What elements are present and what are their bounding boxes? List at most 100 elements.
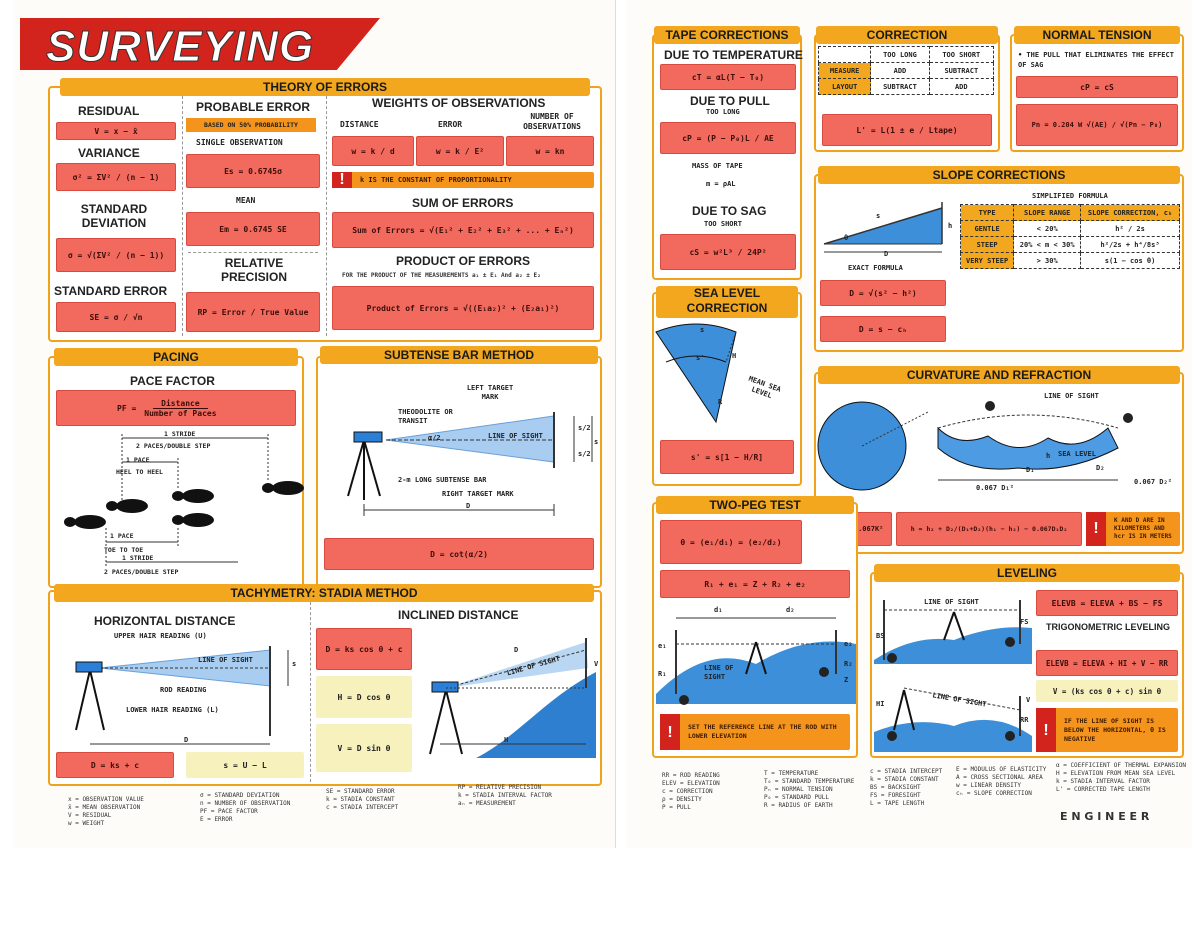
- sea-s-label: s: [700, 326, 705, 334]
- lev-bs-label: BS: [876, 632, 885, 640]
- sum-label: SUM OF ERRORS: [412, 196, 514, 210]
- stride-top-label: 1 STRIDE: [164, 430, 196, 438]
- variance-formula: σ² = ΣV² / (n − 1): [56, 163, 176, 191]
- pull-sub: TOO LONG: [706, 108, 740, 116]
- twopeg-f1: θ = (e₁/d₁) = (e₂/d₂): [660, 520, 802, 564]
- stride-bot-label: 1 STRIDE: [122, 554, 154, 562]
- mean-label: MEAN: [236, 196, 256, 205]
- normal-desc: • THE PULL THAT ELIMINATES THE EFFECT OF…: [1018, 51, 1174, 69]
- right-target-label: RIGHT TARGET MARK: [442, 490, 514, 498]
- trig-label: TRIGONOMETRIC LEVELING: [1046, 622, 1171, 632]
- pace-factor-label: PACE FACTOR: [130, 374, 215, 388]
- col-too-short: TOO SHORT: [928, 46, 995, 63]
- twopeg-f2: R₁ + e₁ = Z + R₂ + e₂: [660, 570, 850, 598]
- w-number-formula: w = kn: [506, 136, 594, 166]
- measure-long: ADD: [870, 62, 930, 79]
- twopeg-e2-label: e₂: [844, 640, 853, 648]
- weights-label: WEIGHTS OF OBSERVATIONS: [372, 96, 546, 110]
- row-layout: LAYOUT: [817, 78, 872, 95]
- slope-d-label: D: [884, 250, 889, 258]
- lev-hi-label: HI: [876, 700, 885, 708]
- pull-formula: cP = (P − P₀)L / AE: [660, 122, 796, 154]
- horizontal-label: HORIZONTAL DISTANCE: [94, 614, 236, 628]
- sag-label: DUE TO SAG: [692, 204, 767, 218]
- twopeg-r1-label: R₁: [658, 670, 667, 678]
- temp-formula: cT = αL(T − T₀): [660, 64, 796, 90]
- product-note: FOR THE PRODUCT OF THE MEASUREMENTS a₁ ±…: [342, 272, 541, 279]
- pacing-header: PACING: [54, 348, 298, 366]
- stadia-s-formula: s = U − L: [186, 752, 304, 778]
- incl-v-label: V: [594, 660, 599, 668]
- layout-short: ADD: [928, 78, 995, 95]
- correction-header: CORRECTION: [816, 26, 998, 44]
- stadia-d-label: D: [184, 736, 189, 744]
- std-dev-label: STANDARD DEVIATION: [80, 202, 148, 230]
- w-error-label: ERROR: [438, 120, 463, 129]
- slope-theta-label: θ: [844, 234, 849, 242]
- pace-tt-label: 1 PACE: [110, 532, 134, 540]
- leveling-diagram-1: [874, 600, 1032, 664]
- theodolite-label: THEODOLITE OR TRANSIT: [398, 408, 453, 425]
- subtense-header: SUBTENSE BAR METHOD: [320, 346, 598, 364]
- w-distance-label: DISTANCE: [340, 120, 379, 129]
- slope-f2: D = s − cₕ: [820, 316, 946, 342]
- product-label: PRODUCT OF ERRORS: [396, 254, 531, 268]
- curv-header: CURVATURE AND REFRACTION: [818, 366, 1180, 384]
- mass-label: MASS OF TAPE: [692, 162, 743, 170]
- slope-row-type: STEEP: [959, 236, 1015, 253]
- page-title: SURVEYING: [45, 22, 315, 72]
- normal-f2: Pn = 0.204 W √(AE) / √(Pn − P₀): [1016, 104, 1178, 146]
- warning-icon: !: [1086, 512, 1106, 546]
- footer-brand: E N G I N E E R: [1060, 810, 1150, 823]
- w-number-label: NUMBER OF OBSERVATIONS: [523, 112, 581, 131]
- relative-formula: RP = Error / True Value: [186, 292, 320, 332]
- warning-icon: !: [332, 171, 352, 188]
- tape-header: TAPE CORRECTIONS: [654, 26, 800, 44]
- upper-hair-label: UPPER HAIR READING (U): [114, 632, 207, 640]
- row-measure: MEASURE: [817, 62, 872, 79]
- curv-k1-label: 0.067 D₁²: [976, 484, 1014, 492]
- subtense-los-label: LINE OF SIGHT: [488, 432, 543, 440]
- legend-right-5: α = COEFFICIENT OF THERMAL EXPANSION H =…: [1056, 762, 1187, 793]
- curv-los-label: LINE OF SIGHT: [1044, 392, 1099, 400]
- h-formula: H = D cos θ: [316, 676, 412, 718]
- layout-long: SUBTRACT: [870, 78, 930, 95]
- lev-f1: ELEVB = ELEVA + BS − FS: [1036, 590, 1178, 616]
- temp-label: DUE TO TEMPERATURE: [664, 48, 803, 62]
- twopeg-los-label: LINE OF SIGHT: [704, 664, 734, 681]
- single-label: SINGLE OBSERVATION: [196, 138, 283, 147]
- rod-reading-label: ROD READING: [160, 686, 207, 694]
- lev-f2: ELEVB = ELEVA + HI + V − RR: [1036, 650, 1178, 676]
- subtense-d-label: D: [466, 502, 471, 510]
- inclined-formula: D = ks cos θ + c: [316, 628, 412, 670]
- incl-h-label: H: [504, 736, 509, 744]
- legend-right-2: T = TEMPERATURE T₀ = STANDARD TEMPERATUR…: [764, 770, 855, 809]
- twopeg-header: TWO-PEG TEST: [656, 496, 854, 514]
- subtense-diagram: [347, 412, 593, 516]
- stride-bot-sub: 2 PACES/DOUBLE STEP: [104, 568, 179, 576]
- legend-left-4: RP = RELATIVE PRECISION k = STADIA INTER…: [458, 784, 552, 807]
- left-target-label: LEFT TARGET MARK: [466, 384, 514, 401]
- stadia-s-label: s: [292, 660, 297, 668]
- sea-h-label: H: [732, 352, 737, 360]
- lev-note: !IF THE LINE OF SIGHT IS BELOW THE HORIZ…: [1036, 708, 1178, 752]
- lev-v-label: V: [1026, 696, 1031, 704]
- sea-level-diagram: [655, 323, 737, 424]
- lev-f3: V = (ks cos θ + c) sin θ: [1036, 680, 1178, 702]
- relative-label: RELATIVE PRECISION: [220, 256, 287, 284]
- title-banner: [20, 18, 380, 70]
- curvature-diagram: [817, 401, 1133, 491]
- curv-k2-label: 0.067 D₂²: [1134, 478, 1172, 486]
- legend-right-1: RR = ROD READING ELEV = ELEVATION c = CO…: [662, 772, 720, 811]
- lev-fs-label: FS: [1020, 618, 1029, 626]
- sea-s2-label: s': [696, 354, 705, 362]
- twopeg-note: !SET THE REFERENCE LINE AT THE ROD WITH …: [660, 714, 850, 750]
- w-error-formula: w = k / E²: [416, 136, 504, 166]
- subtense-formula: D = cot(α/2): [324, 538, 594, 570]
- std-dev-formula: σ = √(ΣV² / (n − 1)): [56, 238, 176, 272]
- simplified-label: SIMPLIFIED FORMULA: [1032, 192, 1108, 200]
- std-err-label: STANDARD ERROR: [54, 284, 168, 298]
- pace-hh-sub: HEEL TO HEEL: [116, 468, 163, 476]
